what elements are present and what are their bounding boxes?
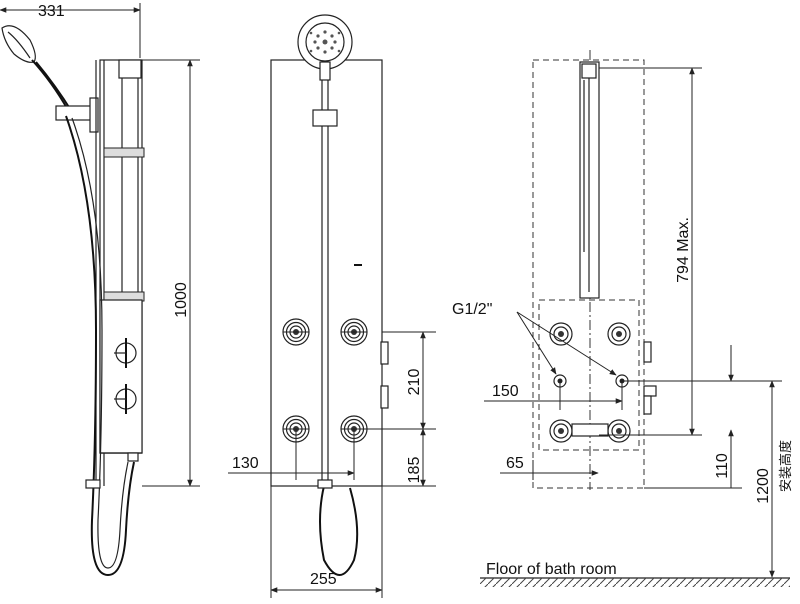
body-jet-icon xyxy=(282,318,310,346)
install-height-label: 1200 xyxy=(755,468,772,504)
floor-label: Floor of bath room xyxy=(486,561,617,578)
front-view: 210 185 130 255 xyxy=(228,14,436,598)
body-jet-icon xyxy=(607,419,631,443)
bottom-jet-height-label: 185 xyxy=(406,457,423,484)
body-jet-icon xyxy=(340,318,368,346)
front-panel xyxy=(270,59,383,487)
installation-view: G1/2" 794 Max. 150 65 110 1200 安装高度 Floo… xyxy=(452,50,794,587)
jet-vertical-spacing-label: 210 xyxy=(406,369,423,396)
side-depth-label: 331 xyxy=(38,3,65,20)
thread-label: G1/2" xyxy=(452,301,492,318)
slider xyxy=(312,109,338,127)
hose xyxy=(319,485,359,576)
front-width-label: 255 xyxy=(310,571,337,588)
body-jet-icon xyxy=(549,322,573,346)
hose xyxy=(65,115,135,577)
inlet-spacing-label: 150 xyxy=(492,383,519,400)
inlet-offset-label: 65 xyxy=(506,455,524,472)
body-jet-icon xyxy=(549,419,573,443)
inlet-height-label: 110 xyxy=(714,453,731,479)
height-label: 1000 xyxy=(173,282,190,318)
panel-outline-dashed xyxy=(532,59,645,489)
install-height-cn-label: 安装高度 xyxy=(778,440,794,492)
floor-hatch xyxy=(480,578,790,587)
side-view: 331 xyxy=(0,3,200,577)
hand-shower-icon xyxy=(1,25,73,113)
body-jet-icon xyxy=(607,322,631,346)
knob-icon xyxy=(114,338,137,368)
slide-bar-max-label: 794 Max. xyxy=(675,217,692,283)
jet-horizontal-spacing-label: 130 xyxy=(232,455,259,472)
knob-icon xyxy=(114,384,137,414)
head-shower-icon xyxy=(297,14,353,81)
